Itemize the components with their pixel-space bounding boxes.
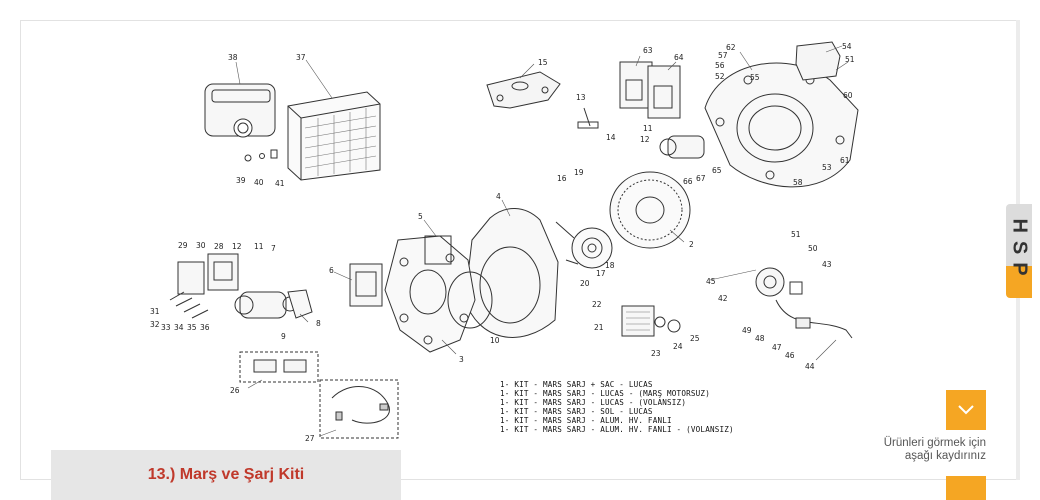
svg-text:60: 60	[843, 91, 853, 100]
svg-text:20: 20	[580, 279, 590, 288]
svg-text:51: 51	[791, 230, 801, 239]
brand-tab-accent	[1006, 266, 1032, 298]
svg-text:50: 50	[808, 244, 818, 253]
svg-text:10: 10	[490, 336, 500, 345]
svg-text:11: 11	[254, 242, 264, 251]
product-title: 13.) Marş ve Şarj Kiti	[147, 466, 305, 483]
kit-item: 1- KIT - MARS SARJ - ALUM. HV. FANLI	[500, 416, 672, 425]
svg-text:21: 21	[594, 323, 604, 332]
svg-text:2: 2	[689, 240, 694, 249]
brand-tab-gray	[1006, 204, 1032, 266]
svg-text:18: 18	[605, 261, 615, 270]
svg-text:17: 17	[596, 269, 606, 278]
svg-text:26: 26	[230, 386, 240, 395]
svg-text:19: 19	[574, 168, 584, 177]
svg-text:46: 46	[785, 351, 795, 360]
part-4-fan-shroud	[464, 208, 559, 338]
svg-text:55: 55	[750, 73, 760, 82]
svg-text:57: 57	[718, 51, 728, 60]
kit-item: 1- KIT - MARS SARJ - SOL - LUCAS	[500, 407, 653, 416]
kit-list: 1- KIT - MARS SARJ + SAC - LUCAS 1- KIT …	[500, 380, 734, 434]
svg-text:9: 9	[281, 332, 286, 341]
svg-text:42: 42	[718, 294, 728, 303]
svg-text:3: 3	[459, 355, 464, 364]
scroll-hint-line2: aşağı kaydırınız	[904, 450, 986, 462]
svg-text:27: 27	[305, 434, 315, 443]
svg-text:35: 35	[187, 323, 197, 332]
svg-text:12: 12	[232, 242, 242, 251]
part-15-bracket	[486, 71, 561, 109]
kit-item: 1- KIT - MARS SARJ - LUCAS - (VOLANSIZ)	[500, 398, 686, 407]
chevron-down-icon	[958, 405, 974, 415]
svg-text:49: 49	[742, 326, 752, 335]
svg-text:38: 38	[228, 53, 238, 62]
svg-text:11: 11	[643, 124, 653, 133]
svg-text:51: 51	[845, 55, 855, 64]
svg-text:23: 23	[651, 349, 661, 358]
svg-text:61: 61	[840, 156, 850, 165]
svg-text:53: 53	[822, 163, 832, 172]
part-37-radiator	[287, 91, 381, 181]
svg-text:41: 41	[275, 179, 285, 188]
svg-text:39: 39	[236, 176, 246, 185]
kit-item: 1- KIT - MARS SARJ - ALUM. HV. FANLI - (…	[500, 425, 734, 434]
svg-text:40: 40	[254, 178, 264, 187]
svg-text:65: 65	[712, 166, 722, 175]
svg-text:33: 33	[161, 323, 171, 332]
svg-text:22: 22	[592, 300, 602, 309]
svg-text:32: 32	[150, 320, 160, 329]
kit-item: 1- KIT - MARS SARJ + SAC - LUCAS	[500, 380, 653, 389]
svg-text:45: 45	[706, 277, 716, 286]
svg-text:62: 62	[726, 43, 736, 52]
svg-text:24: 24	[673, 342, 683, 351]
svg-text:13: 13	[576, 93, 586, 102]
svg-text:15: 15	[538, 58, 548, 67]
svg-text:37: 37	[296, 53, 306, 62]
svg-text:28: 28	[214, 242, 224, 251]
svg-text:52: 52	[715, 72, 725, 81]
product-caption: 13.) Marş ve Şarj Kiti	[51, 450, 401, 500]
part-38-filter-box	[204, 83, 276, 138]
svg-text:14: 14	[606, 133, 616, 142]
svg-text:25: 25	[690, 334, 700, 343]
svg-text:6: 6	[329, 266, 334, 275]
svg-text:29: 29	[178, 241, 188, 250]
svg-text:58: 58	[793, 178, 803, 187]
svg-text:43: 43	[822, 260, 832, 269]
brand-tab[interactable]: HSP	[1006, 204, 1032, 298]
svg-text:47: 47	[772, 343, 782, 352]
svg-text:54: 54	[842, 42, 852, 51]
part-3-back-plate	[384, 235, 476, 353]
svg-text:4: 4	[496, 192, 501, 201]
part-2-flywheel	[609, 171, 691, 249]
svg-text:64: 64	[674, 53, 684, 62]
svg-text:12: 12	[640, 135, 650, 144]
svg-text:48: 48	[755, 334, 765, 343]
brand-logo-text: HSP	[1008, 218, 1031, 284]
kit-item: 1- KIT - MARS SARJ - LUCAS - (MARŞ MOTOR…	[500, 389, 710, 398]
svg-text:30: 30	[196, 241, 206, 250]
svg-text:44: 44	[805, 362, 815, 371]
scroll-hint-line1: Ürünleri görmek için	[883, 437, 986, 449]
svg-text:67: 67	[696, 174, 706, 183]
scroll-down-button[interactable]	[946, 390, 986, 430]
svg-text:63: 63	[643, 46, 653, 55]
svg-text:66: 66	[683, 177, 693, 186]
svg-text:5: 5	[418, 212, 423, 221]
part-62-housing	[704, 62, 859, 188]
svg-text:16: 16	[557, 174, 567, 183]
svg-text:34: 34	[174, 323, 184, 332]
svg-text:8: 8	[316, 319, 321, 328]
svg-text:31: 31	[150, 307, 160, 316]
svg-text:36: 36	[200, 323, 210, 332]
scroll-next-button[interactable]	[946, 476, 986, 500]
scroll-hint: Ürünleri görmek için aşağı kaydırınız	[852, 437, 986, 463]
svg-text:56: 56	[715, 61, 725, 70]
svg-text:7: 7	[271, 244, 276, 253]
